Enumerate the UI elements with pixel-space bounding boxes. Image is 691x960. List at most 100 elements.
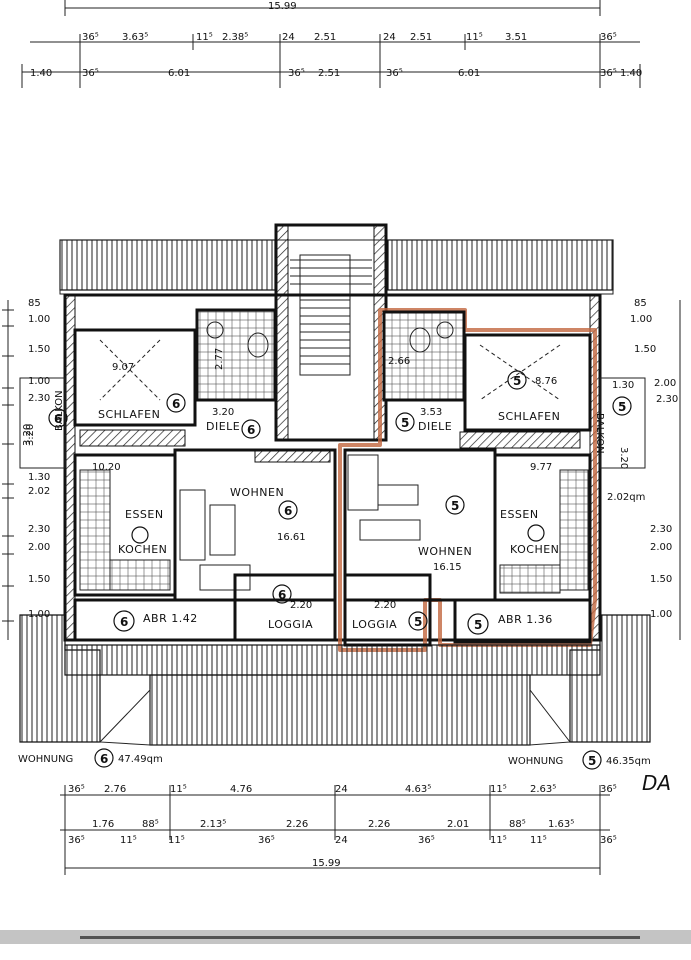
right-bath-area: 2.66	[388, 356, 410, 367]
left-unit-caption: WOHNUNG 6 47.49qm	[18, 748, 163, 768]
left-height-label: 1.00	[28, 314, 50, 325]
top-dimension-label: 3.51	[505, 32, 527, 43]
left-living-label: WOHNEN	[230, 486, 284, 499]
roof-top	[59, 239, 614, 295]
left-balcony-unit-marker	[48, 408, 68, 428]
top-dimension-label: 6.01	[168, 68, 190, 79]
top-dimension-label: 2.51	[410, 32, 432, 43]
right-diele-label: DIELE	[418, 420, 452, 433]
bottom-dimension-label: 2.26	[286, 819, 308, 830]
left-essen-label: ESSEN	[125, 508, 164, 521]
left-diele-label: DIELE	[206, 420, 240, 433]
top-dimension-label: 36⁵	[288, 68, 305, 79]
left-height-label: 3.20	[22, 424, 33, 446]
bottom-dimension-label: 36⁵	[600, 835, 617, 846]
left-storage-label: ABR 1.42	[143, 612, 198, 625]
bottom-dimension-label: 11⁵	[168, 835, 185, 846]
right-storage-label: ABR 1.36	[498, 613, 553, 626]
left-bedroom-unit-marker	[166, 393, 186, 413]
right-loggia-unit-marker	[408, 611, 428, 631]
bottom-dimension-label: 11⁵	[170, 784, 187, 795]
svg-text:6: 6	[278, 588, 286, 602]
right-height-label: 1.50	[634, 344, 656, 355]
left-living-area: 16.61	[277, 532, 306, 543]
top-dimension-label: 6.01	[458, 68, 480, 79]
left-balcony-dim: 3.20	[25, 424, 36, 446]
left-living	[173, 448, 337, 602]
stairwell	[274, 223, 388, 442]
left-caption-unit: 6	[100, 752, 108, 766]
right-diele-area: 3.53	[420, 407, 442, 418]
top-dimension-label: 3.63⁵	[122, 32, 148, 43]
left-balcony-label: BALKON	[54, 390, 65, 431]
right-kitchen-unit-marker	[527, 524, 545, 542]
bottom-total-dimension: 15.99	[312, 858, 341, 869]
bottom-dimension-label: 2.76	[104, 784, 126, 795]
left-dimension-chain: 851.001.501.002.303.201.302.022.302.001.…	[2, 298, 50, 640]
right-essen-area: 9.77	[530, 462, 552, 473]
bottom-dimension-label: 88⁵	[142, 819, 159, 830]
right-loggia-area: 2.20	[374, 600, 396, 611]
right-living-label: WOHNEN	[418, 545, 472, 558]
svg-text:6: 6	[247, 423, 255, 437]
svg-text:5: 5	[474, 618, 482, 632]
left-loggia-label: LOGGIA	[268, 618, 313, 631]
right-balcony-unit-marker	[612, 396, 632, 416]
svg-text:6: 6	[54, 412, 62, 426]
right-balcony-label: BALKON	[594, 413, 605, 454]
top-dimension-label: 11⁵	[196, 32, 213, 43]
bottom-dimension-label: 1.76	[92, 819, 114, 830]
right-height-label: 1.00	[650, 609, 672, 620]
left-height-label: 2.00	[28, 542, 50, 553]
svg-text:5: 5	[618, 400, 626, 414]
bottom-dimension-label: 24	[335, 835, 348, 846]
bottom-dimension-label: 2.13⁵	[200, 819, 226, 830]
top-dimension-label: 2.38⁵	[222, 32, 248, 43]
svg-text:5: 5	[401, 416, 409, 430]
right-caption-area: 46.35qm	[606, 756, 651, 767]
top-dimension-label: 36⁵	[82, 32, 99, 43]
left-storage	[73, 598, 237, 642]
right-unit-highlight	[338, 308, 597, 652]
right-loggia-label: LOGGIA	[352, 618, 397, 631]
left-height-label: 1.00	[28, 376, 50, 387]
svg-text:5: 5	[513, 374, 521, 388]
bottom-dimension-label: 1.63⁵	[548, 819, 574, 830]
right-living-area: 16.15	[433, 562, 462, 573]
left-bedroom-area: 9.07	[112, 362, 134, 373]
left-kochen-label: KOCHEN	[118, 543, 167, 556]
top-dimension-label: 2.51	[314, 32, 336, 43]
left-unit: 9.07 SCHLAFEN 6 2.77 3.20 DIELE 6 10.20 …	[19, 308, 337, 642]
left-diele-area: 3.20	[212, 407, 234, 418]
left-storage-unit-marker	[113, 610, 135, 632]
bottom-dimension-label: 36⁵	[418, 835, 435, 846]
right-height-label: 2.02qm	[607, 492, 645, 503]
right-height-label: 2.00	[654, 378, 676, 389]
bottom-dimension-label: 24	[335, 784, 348, 795]
top-dimension-label: 1.40	[620, 68, 642, 79]
bottom-dimension-label: 36⁵	[68, 835, 85, 846]
cut-label: DA	[642, 771, 671, 795]
top-dimension-label: 24	[282, 32, 295, 43]
bottom-dimension-label: 2.63⁵	[530, 784, 556, 795]
right-height-label: 2.30	[656, 394, 678, 405]
top-dimension-label: 36⁵	[386, 68, 403, 79]
right-height-label: 2.30	[650, 524, 672, 535]
right-storage	[453, 598, 592, 644]
svg-text:6: 6	[284, 504, 292, 518]
top-dimension-label: 1.40	[30, 68, 52, 79]
top-dimension-label: 11⁵	[466, 32, 483, 43]
right-height-label: 85	[634, 298, 647, 309]
left-bedroom	[73, 328, 197, 427]
right-unit-caption: WOHNUNG 5 46.35qm	[508, 750, 651, 770]
left-height-label: 1.50	[28, 574, 50, 585]
right-bedroom-area: 8.76	[535, 376, 557, 387]
right-living-unit-marker	[445, 495, 465, 515]
bottom-dimension-label: 11⁵	[120, 835, 137, 846]
right-kochen-label: KOCHEN	[510, 543, 559, 556]
